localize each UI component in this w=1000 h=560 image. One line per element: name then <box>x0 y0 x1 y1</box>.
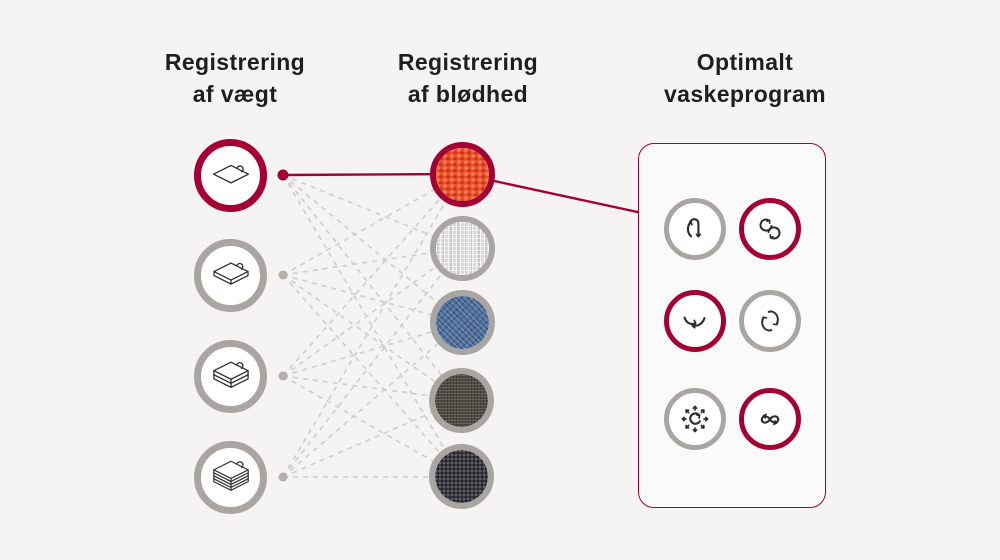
fabric-one-layer-stack-icon <box>212 261 249 285</box>
softness-item-2 <box>430 216 495 281</box>
filtration-motion-icon <box>760 413 780 426</box>
program-item-6 <box>739 388 801 450</box>
fabric-single-sheet-icon <box>212 164 249 184</box>
heading-program-line2: vaskeprogram <box>663 81 827 107</box>
swing-motion-icon <box>683 316 706 329</box>
rolling-motion-icon <box>761 310 779 332</box>
scrub-motion-icon <box>759 218 781 240</box>
heading-weight-line2: af vægt <box>192 81 278 107</box>
heading-program-line1: Optimalt <box>696 49 794 75</box>
fabric-two-layer-stack-icon <box>212 361 249 388</box>
light-grey-linen-fabric-swatch <box>436 222 489 275</box>
heading-program: Optimalt vaskeprogram <box>595 46 895 110</box>
blue-denim-fabric-swatch <box>436 296 489 349</box>
weight-item-1-selected <box>194 139 267 212</box>
weight-dot-4 <box>278 472 288 482</box>
program-item-4 <box>739 290 801 352</box>
heading-softness-line1: Registrering <box>397 49 539 75</box>
weight-item-3 <box>194 340 267 413</box>
stepping-motion-icon <box>681 405 709 433</box>
dark-olive-weave-fabric-swatch <box>435 374 488 427</box>
heading-softness-line2: af blødhed <box>407 81 529 107</box>
program-item-2 <box>739 198 801 260</box>
orange-knit-fabric-swatch <box>436 148 489 201</box>
heading-weight: Registrering af vægt <box>85 46 385 110</box>
weight-item-2 <box>194 239 267 312</box>
weight-dot-2 <box>278 270 288 280</box>
softness-item-1-selected <box>430 142 495 207</box>
dashed-links <box>282 173 463 478</box>
program-item-3 <box>664 290 726 352</box>
program-item-5 <box>664 388 726 450</box>
program-item-1 <box>664 198 726 260</box>
tumble-motion-icon <box>686 218 702 238</box>
charcoal-tweed-fabric-swatch <box>435 450 488 503</box>
softness-item-4 <box>429 368 494 433</box>
weight-item-4 <box>194 441 267 514</box>
fabric-four-layer-stack-icon <box>212 460 249 491</box>
weight-dot-3 <box>278 371 288 381</box>
heading-softness: Registrering af blødhed <box>318 46 618 110</box>
weight-dot-1-active <box>277 169 289 181</box>
softness-item-5 <box>429 444 494 509</box>
optimal-program-panel <box>638 143 826 508</box>
heading-weight-line1: Registrering <box>164 49 306 75</box>
softness-item-3 <box>430 290 495 355</box>
